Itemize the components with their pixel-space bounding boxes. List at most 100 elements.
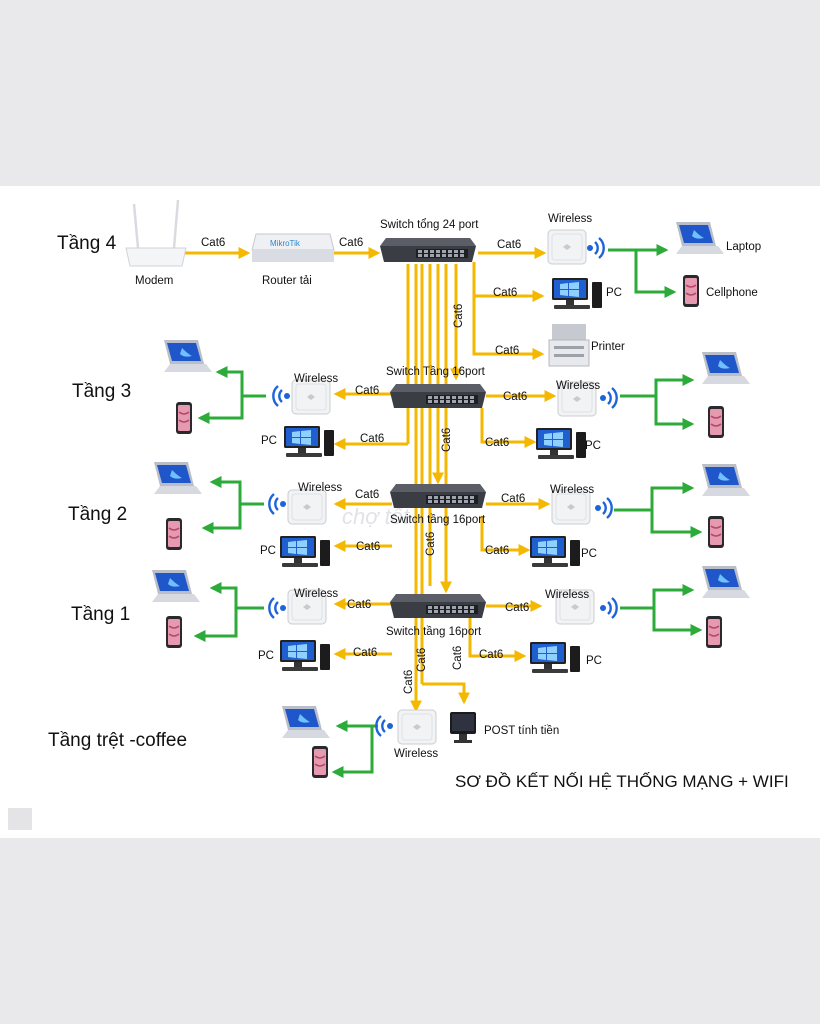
cellphone-label: Cellphone (706, 287, 758, 299)
laptop-icon (702, 464, 750, 496)
cellphone-icon (705, 615, 723, 649)
cellphone-icon (707, 515, 725, 549)
floor-2-switch-label: Switch tầng 16port (390, 514, 486, 526)
pc-label: PC (258, 650, 274, 662)
printer-icon (548, 324, 590, 367)
cellphone-icon (175, 401, 193, 435)
pc-icon (530, 642, 580, 673)
floor-3-switch-label: Switch Tầng 16port (386, 366, 486, 378)
floor-2-label: Tầng 2 (68, 504, 127, 525)
modem-icon (125, 199, 187, 267)
laptop-icon (154, 462, 202, 494)
wifi-signal-icon (268, 596, 288, 620)
laptop-icon (164, 340, 212, 372)
cable-label: Cat6 (501, 493, 525, 505)
wifi-signal-icon (272, 384, 292, 408)
laptop-icon (152, 570, 200, 602)
floor-3-left-wireless-label: Wireless (294, 373, 338, 385)
floor-4-label: Tầng 4 (57, 233, 117, 254)
floor-2-switch-icon (390, 484, 486, 508)
cable-label: Cat6 (360, 433, 384, 445)
cable-label: Cat6 (416, 648, 428, 672)
cellphone-icon (311, 745, 329, 779)
cable-label: Cat6 (353, 647, 377, 659)
corner-square (8, 808, 32, 830)
floor-3-label: Tầng 3 (72, 381, 131, 402)
floor-2-left-wireless-label: Wireless (298, 482, 342, 494)
floor-1-right-wireless-label: Wireless (545, 589, 589, 601)
pc-label: PC (581, 548, 597, 560)
floor-3-left-ap-icon (291, 379, 331, 415)
core-switch-label: Switch tổng 24 port (380, 219, 479, 231)
cable-label: Cat6 (485, 545, 509, 557)
router-icon: MikroTik (251, 233, 335, 262)
svg-text:MikroTik: MikroTik (270, 239, 301, 248)
cable-label: Cat6 (425, 532, 437, 556)
cable-label: Cat6 (356, 541, 380, 553)
cable-label: Cat6 (403, 670, 415, 694)
cable-label: Cat6 (347, 599, 371, 611)
cable-label: Cat6 (355, 489, 379, 501)
laptop-label: Laptop (726, 241, 761, 253)
pc-icon (280, 536, 330, 567)
cellphone-icon (707, 405, 725, 439)
laptop-icon (676, 222, 724, 254)
cable-label: Cat6 (479, 649, 503, 661)
floor-1-left-wireless-label: Wireless (294, 588, 338, 600)
pc-label: PC (606, 287, 622, 299)
pc-icon (552, 278, 602, 309)
floor-2-right-wireless-label: Wireless (550, 484, 594, 496)
cable-label: Cat6 (493, 287, 517, 299)
floor-3-right-wireless-label: Wireless (556, 380, 600, 392)
pc-label: PC (260, 545, 276, 557)
wifi-signal-icon (598, 386, 618, 410)
ground-wireless-label: Wireless (394, 748, 438, 760)
wifi-signal-icon (585, 236, 605, 260)
wifi-signal-icon (375, 714, 395, 738)
floor-3-switch-icon (390, 384, 486, 408)
wireless-ap-icon (547, 229, 587, 265)
pc-icon (284, 426, 334, 457)
laptop-icon (702, 566, 750, 598)
wifi-signal-icon (598, 596, 618, 620)
cable-label: Cat6 (441, 428, 453, 452)
cable-label: Cat6 (485, 437, 509, 449)
pc-label: PC (586, 655, 602, 667)
cable-label: Cat6 (452, 646, 464, 670)
cable-label: Cat6 (503, 391, 527, 403)
cable-label: Cat6 (495, 345, 519, 357)
pos-terminal-icon (450, 712, 476, 743)
pc-icon (536, 428, 586, 459)
cellphone-icon (165, 615, 183, 649)
pc-label: PC (261, 435, 277, 447)
cellphone-icon (165, 517, 183, 551)
watermark-text: chợ tốt (342, 504, 410, 529)
wifi-signal-icon (268, 492, 288, 516)
diagram-canvas: chợ tốt (0, 186, 820, 838)
floor-1-switch-label: Switch tầng 16port (386, 626, 482, 638)
cable-label: Cat6 (497, 239, 521, 251)
diagram-title: SƠ ĐỒ KẾT NỐI HỆ THỐNG MẠNG + WIFI (455, 771, 789, 791)
core-switch-icon (380, 238, 476, 262)
cable-label: Cat6 (355, 385, 379, 397)
router-label: Router tải (262, 275, 312, 287)
laptop-icon (702, 352, 750, 384)
wifi-links (193, 244, 703, 778)
wireless-label: Wireless (548, 213, 592, 225)
laptop-icon (282, 706, 330, 738)
ground-floor-label: Tầng trệt -coffee (48, 730, 187, 751)
cable-label: Cat6 (339, 237, 363, 249)
pos-label: POST tính tiền (484, 725, 559, 737)
floor-2-left-ap-icon (287, 489, 327, 525)
pc-label: PC (585, 440, 601, 452)
cable-label: Cat6 (453, 304, 465, 328)
floor-1-switch-icon (390, 594, 486, 618)
pc-icon (280, 640, 330, 671)
pc-icon (530, 536, 580, 567)
ground-ap-icon (397, 709, 437, 745)
cellphone-icon (682, 274, 700, 308)
printer-label: Printer (591, 341, 625, 353)
cable-label: Cat6 (201, 237, 225, 249)
cable-lines (176, 247, 557, 713)
floor-1-label: Tầng 1 (71, 604, 130, 625)
